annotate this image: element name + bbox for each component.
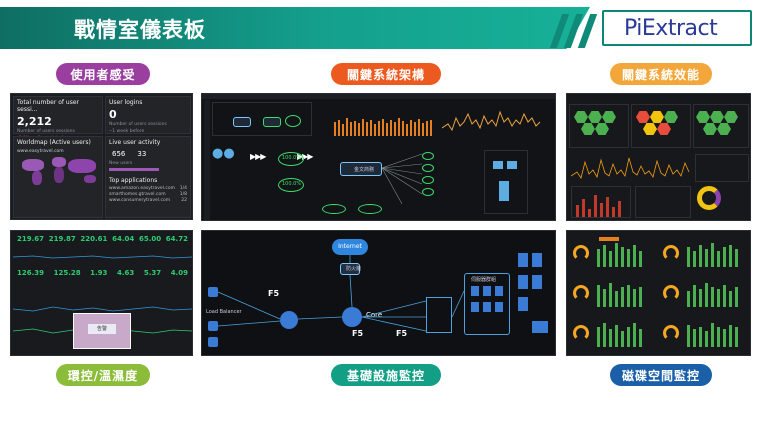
internet-cloud: Internet xyxy=(332,239,368,255)
mini-bar-chart xyxy=(571,186,631,218)
sidebar xyxy=(204,100,210,220)
hex-group xyxy=(631,104,691,148)
logo: PiExtract xyxy=(602,10,752,46)
top-apps-title: Top applications xyxy=(109,177,158,184)
load-balancer-label: Load Balancer xyxy=(206,309,242,315)
arrow-icon: ▶▶▶ xyxy=(250,152,267,161)
spike-chart xyxy=(571,157,690,179)
popup-label: 告警 xyxy=(88,324,116,334)
label-performance: 關鍵系統效能 xyxy=(610,63,712,85)
mini-line-chart xyxy=(635,186,691,218)
titlebar xyxy=(202,94,555,99)
page-title: 戰情室儀表板 xyxy=(74,18,206,42)
switch-icon xyxy=(280,311,298,329)
sessions-title: Total number of user sessi... xyxy=(17,99,80,113)
router-stack xyxy=(426,297,452,333)
orange-bar-chart xyxy=(334,118,432,136)
logins-card: User logins 0 Number of users sessions -… xyxy=(105,96,191,134)
hex-group xyxy=(693,104,749,148)
logins-value: 0 xyxy=(109,108,117,121)
label-environment: 環控/溫濕度 xyxy=(56,364,150,386)
link-lines xyxy=(382,153,423,205)
hex-group xyxy=(569,104,629,148)
percent-1: 100.0% xyxy=(282,155,302,161)
user-experience-screenshot: Total number of user sessi... 2,212 Numb… xyxy=(10,93,193,220)
trend-line-1 xyxy=(13,255,192,259)
new-users-bar xyxy=(109,168,159,171)
server-icon xyxy=(208,287,218,297)
label-architecture: 關鍵系統架構 xyxy=(331,63,441,85)
logins-change: --1 week before xyxy=(109,129,145,134)
server-box xyxy=(484,150,528,214)
architecture-screenshot: ●● ▶▶▶ ▶▶▶ 100.0% 100.0% 金文商務 xyxy=(201,93,556,221)
center-node-label: 金文商務 xyxy=(354,167,375,173)
sessions-card: Total number of user sessi... 2,212 Numb… xyxy=(13,96,103,141)
server-icon xyxy=(208,337,218,347)
header-band xyxy=(0,7,590,49)
orange-line-chart xyxy=(442,110,541,132)
disk-screenshot xyxy=(566,230,751,356)
status-ring xyxy=(278,152,304,166)
center-node xyxy=(340,162,382,176)
user-group-icon: ●● xyxy=(212,146,235,161)
logins-title: User logins xyxy=(109,99,143,106)
label-user-experience: 使用者感受 xyxy=(56,63,150,85)
infrastructure-screenshot: Internet 防火牆 F5 F5 F5 Core Load Balancer… xyxy=(201,230,556,356)
server-group-label: 伺服器群組 xyxy=(471,277,497,283)
world-map xyxy=(18,155,104,189)
live-value-1: 656 xyxy=(112,150,126,158)
server-cluster: 伺服器群組 xyxy=(464,273,510,335)
disk-row xyxy=(569,313,750,353)
percent-2: 100.0% xyxy=(282,181,302,187)
sessions-sub: Number of users sessions xyxy=(17,129,75,134)
core-label: Core xyxy=(366,311,383,319)
performance-screenshot xyxy=(566,93,751,221)
label-disk: 磁碟空間監控 xyxy=(610,364,712,386)
logins-sub: Number of users sessions xyxy=(109,122,167,127)
disk-row xyxy=(569,273,750,311)
disk-row xyxy=(569,233,750,271)
f5-label: F5 xyxy=(352,329,364,338)
network-lines xyxy=(217,255,465,332)
live-value-2: 33 xyxy=(137,150,147,158)
f5-label: F5 xyxy=(396,329,408,338)
mini-diagram xyxy=(212,102,312,136)
status-ring xyxy=(278,178,304,192)
legend-list xyxy=(695,154,749,182)
f5-label: F5 xyxy=(268,289,280,298)
worldmap-card: Worldmap (Active users) www.easytravel.c… xyxy=(13,136,103,218)
donut-chart xyxy=(697,186,721,210)
logo-text: PiExtract xyxy=(624,16,718,41)
sessions-value: 2,212 xyxy=(17,115,52,128)
live-title: Live user activity xyxy=(109,139,161,146)
label-infrastructure: 基礎設施監控 xyxy=(331,364,441,386)
arrow-icon: ▶▶▶ xyxy=(297,152,314,161)
storage-stack xyxy=(514,251,550,341)
firewall-node xyxy=(340,263,360,275)
alert-popup: 告警 xyxy=(73,313,131,349)
live-activity-card: Live user activity 656 33 New users Top … xyxy=(105,136,191,218)
worldmap-title: Worldmap (Active users) xyxy=(17,139,91,146)
firewall-label: 防火牆 xyxy=(346,266,362,272)
server-icon xyxy=(208,321,218,331)
new-users-label: New users xyxy=(109,161,133,166)
worldmap-site: www.easytravel.com xyxy=(17,149,64,154)
core-switch-icon xyxy=(342,307,362,327)
